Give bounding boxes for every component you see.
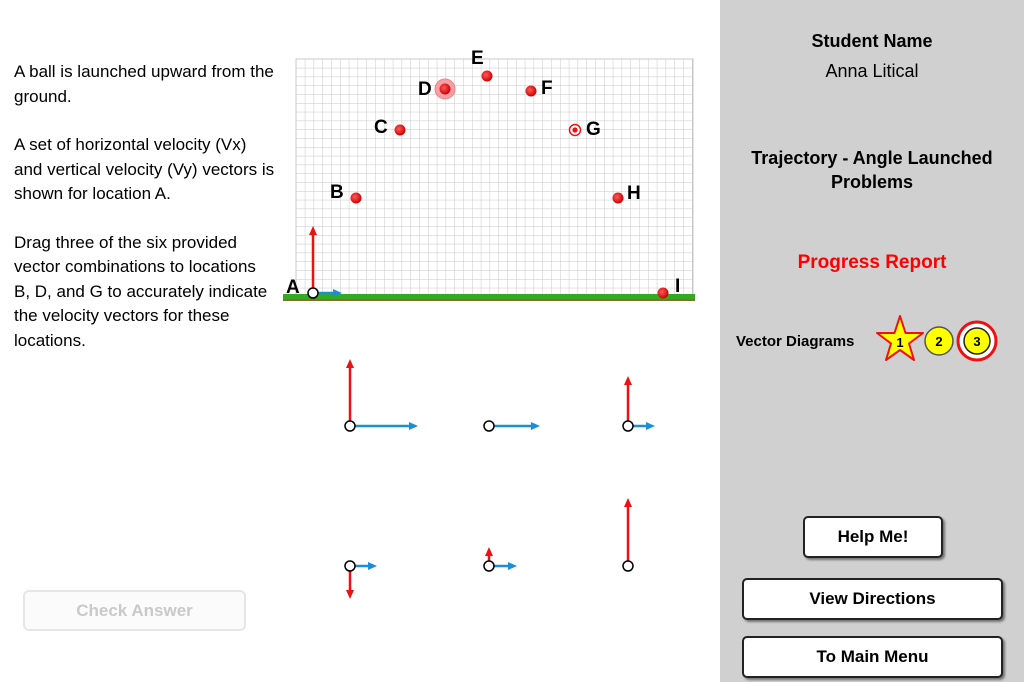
location-label-h: H [627,183,641,204]
location-label-d: D [418,79,432,100]
vector-combo-5[interactable] [483,547,517,572]
location-dot-e [481,70,493,82]
level-1-star[interactable]: 1 [876,315,924,361]
vector-origin [622,420,634,432]
location-label-c: C [374,117,388,138]
ground-edge [283,299,695,301]
location-dot-h [612,192,624,204]
grass-ground [283,294,695,299]
check-answer-button[interactable]: Check Answer [23,590,246,631]
level-3-circle-current[interactable]: 3 [956,320,998,362]
location-label-e: E [471,48,484,69]
level-2-label: 2 [935,334,942,349]
main-menu-button[interactable]: To Main Menu [742,636,1003,678]
location-a-origin [307,287,319,299]
vector-origin [344,560,356,572]
location-dot-f [525,85,537,97]
location-dot-d[interactable] [439,83,451,95]
instructions-p1: A ball is launched upward from the groun… [14,62,274,106]
vector-origin [344,420,356,432]
vector-combo-2[interactable] [483,420,540,432]
vector-origin [483,560,495,572]
location-label-i: I [675,276,680,297]
vector-diagrams-label: Vector Diagrams [736,333,855,350]
help-me-button[interactable]: Help Me! [803,516,943,558]
location-label-f: F [541,78,553,99]
location-dot-i [657,287,669,299]
vector-combo-3[interactable] [622,376,655,432]
vector-combo-6[interactable] [622,498,634,572]
progress-report-title: Progress Report [797,252,947,273]
instructions-p3: Drag three of the six provided vector co… [14,232,268,350]
vector-combo-1[interactable] [344,359,418,432]
view-directions-button[interactable]: View Directions [742,578,1003,620]
topic-title: Trajectory - Angle Launched Problems [751,148,993,192]
location-dot-b[interactable] [350,192,362,204]
location-label-a: A [286,277,300,298]
location-label-b: B [330,182,344,203]
level-3-label: 3 [973,334,980,349]
student-name-title: Student Name [811,31,933,51]
side-panel: Student Name Anna Litical Trajectory - A… [720,0,1024,682]
level-indicators: 1 2 3 [876,315,998,362]
star-icon [876,315,924,361]
instructions-p2: A set of horizontal velocity (Vx) and ve… [14,135,275,203]
trajectory-area: A B C D E F G H I [283,48,695,599]
level-1-label: 1 [896,335,903,350]
location-label-g: G [586,119,601,140]
level-2-bg [924,326,954,356]
level-2-circle[interactable]: 2 [924,326,954,356]
vector-origin [622,560,634,572]
instructions: A ball is launched upward from the groun… [14,60,276,377]
level-3-bg [963,327,991,355]
student-name: Anna Litical [825,61,919,81]
vector-combo-4[interactable] [344,560,377,599]
vector-origin [483,420,495,432]
grid [295,58,694,297]
stage: A ball is launched upward from the groun… [14,48,695,631]
location-dot-g[interactable] [572,127,578,133]
location-dot-c [394,124,406,136]
